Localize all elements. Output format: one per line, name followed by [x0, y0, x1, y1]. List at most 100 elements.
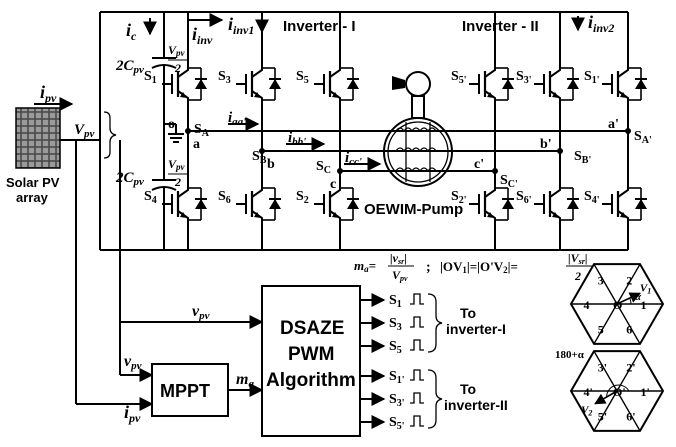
switch-right-top-2: S3': [516, 64, 579, 104]
node-b-prime: b': [540, 137, 552, 152]
node-c: c: [330, 177, 336, 192]
solar-label-2: array: [16, 190, 49, 205]
svg-text:|vsr|: |vsr|: [390, 251, 407, 266]
current-icc-label: icc': [345, 150, 362, 168]
svg-text:V1: V1: [640, 282, 651, 295]
to-inv2-line1: To: [460, 381, 476, 397]
switch-right-top-1: S5': [451, 64, 514, 104]
svg-text:S5': S5': [451, 69, 467, 86]
capacitor-bottom: [151, 179, 177, 191]
to-inv1-line2: inverter-I: [446, 321, 506, 337]
svg-text:α: α: [635, 291, 642, 303]
node-a-prime: a': [608, 117, 619, 132]
current-iinv2-label: iinv2: [588, 12, 614, 35]
svg-text:S1': S1': [584, 69, 600, 86]
point-sb-prime: SB': [574, 149, 591, 166]
switch-right-bottom-2: S6': [516, 184, 579, 224]
switch-left-top-2: S3: [218, 64, 281, 104]
to-inv2-line2: inverter-II: [444, 397, 508, 413]
svg-text:|Vsr|: |Vsr|: [568, 251, 588, 266]
switch-left-bottom-3: S2: [296, 184, 359, 224]
point-sa-prime: SA': [634, 129, 652, 146]
svg-text:V2: V2: [581, 405, 592, 418]
algo-line-2: PWM: [288, 344, 334, 365]
svg-text:S3: S3: [218, 69, 231, 86]
node-o: o: [168, 117, 175, 132]
switch-left-bottom-2: S6: [218, 184, 281, 224]
svg-text:3: 3: [598, 273, 604, 287]
svg-text:S1: S1: [144, 69, 157, 86]
cap-bottom-label: 2Cpv: [115, 170, 144, 188]
switch-left-bottom-1: S4: [144, 184, 207, 224]
pulse-label-3: S5: [389, 339, 402, 356]
algorithm-block: [261, 285, 361, 437]
to-inv1-line1: To: [460, 305, 476, 321]
cap-top-divisor: 2: [174, 61, 181, 75]
current-iinv-label: iinv: [192, 24, 213, 47]
current-ibb-label: ibb': [288, 130, 306, 148]
svg-text:|OV1|=|O'V2|=: |OV1|=|O'V2|=: [440, 259, 518, 275]
algo-line-1: DSAZE: [280, 318, 344, 339]
current-ipv-label: ipv: [40, 82, 57, 105]
motor-pump-icon: [383, 71, 453, 187]
svg-text:2': 2': [626, 360, 635, 374]
svg-text:S6': S6': [516, 189, 532, 206]
svg-text:S4': S4': [584, 189, 600, 206]
switch-left-top-3: S5: [296, 64, 359, 104]
pulse-label-4: S1': [389, 369, 405, 386]
svg-text:S4: S4: [144, 189, 157, 206]
svg-text:ma=: ma=: [354, 258, 376, 274]
svg-text:S6: S6: [218, 189, 231, 206]
mppt-block: [151, 363, 229, 417]
switch-right-top-3: S1': [584, 64, 647, 104]
svg-text:O': O': [613, 385, 626, 399]
control-wires: [75, 140, 443, 429]
svg-text:2: 2: [626, 273, 632, 287]
node-b: b: [267, 157, 275, 172]
svg-text:5: 5: [598, 323, 604, 337]
svg-text:S2': S2': [451, 189, 467, 206]
current-iinv1-label: iinv1: [228, 14, 254, 37]
svg-text:O: O: [613, 298, 622, 312]
svg-text:1: 1: [641, 298, 647, 312]
svg-text:3': 3': [598, 360, 607, 374]
svg-text:S3': S3': [516, 69, 532, 86]
vpv-line-label: vpv: [192, 303, 210, 322]
svg-text:;: ;: [426, 260, 431, 275]
cap-top-label: 2Cpv: [115, 58, 144, 76]
phase-wires: [185, 128, 631, 174]
point-sc-prime: SC': [500, 173, 518, 190]
equation: ma= |vsr| Vpv ; |OV1|=|O'V2|= |Vsr| 2: [354, 251, 592, 283]
svg-text:4': 4': [583, 385, 592, 399]
switch-right-bottom-1: S2': [451, 184, 514, 224]
switch-left-top-1: S1: [144, 64, 207, 104]
pulse-label-2: S3: [389, 316, 402, 333]
svg-text:6': 6': [626, 410, 635, 424]
cap-bottom-voltage: Vpv: [168, 157, 186, 172]
node-a: a: [193, 137, 200, 152]
labels: Inverter - I Inverter - II ic iinv iinv1…: [6, 12, 652, 425]
point-sc: SC: [316, 159, 331, 176]
capacitor-top: [151, 57, 177, 69]
svg-text:S5: S5: [296, 69, 309, 86]
pulse-label-1: S1: [389, 293, 402, 310]
svg-text:180+α: 180+α: [555, 349, 585, 361]
mppt-label: MPPT: [160, 381, 210, 401]
solar-label-1: Solar PV: [6, 175, 60, 190]
solar-pv-array-icon: [15, 107, 61, 169]
pulse-label-6: S5': [389, 415, 405, 432]
voltage-vpv-label: Vpv: [74, 122, 95, 140]
point-sa: SA: [194, 122, 210, 139]
inverter-2-label: Inverter - II: [462, 18, 539, 35]
svg-text:2: 2: [574, 269, 581, 283]
switch-right-bottom-3: S4': [584, 184, 647, 224]
svg-text:4: 4: [583, 298, 589, 312]
vpv-brace: [103, 111, 117, 159]
vpv-mppt-label: vpv: [124, 353, 142, 372]
svg-text:5': 5': [598, 410, 607, 424]
